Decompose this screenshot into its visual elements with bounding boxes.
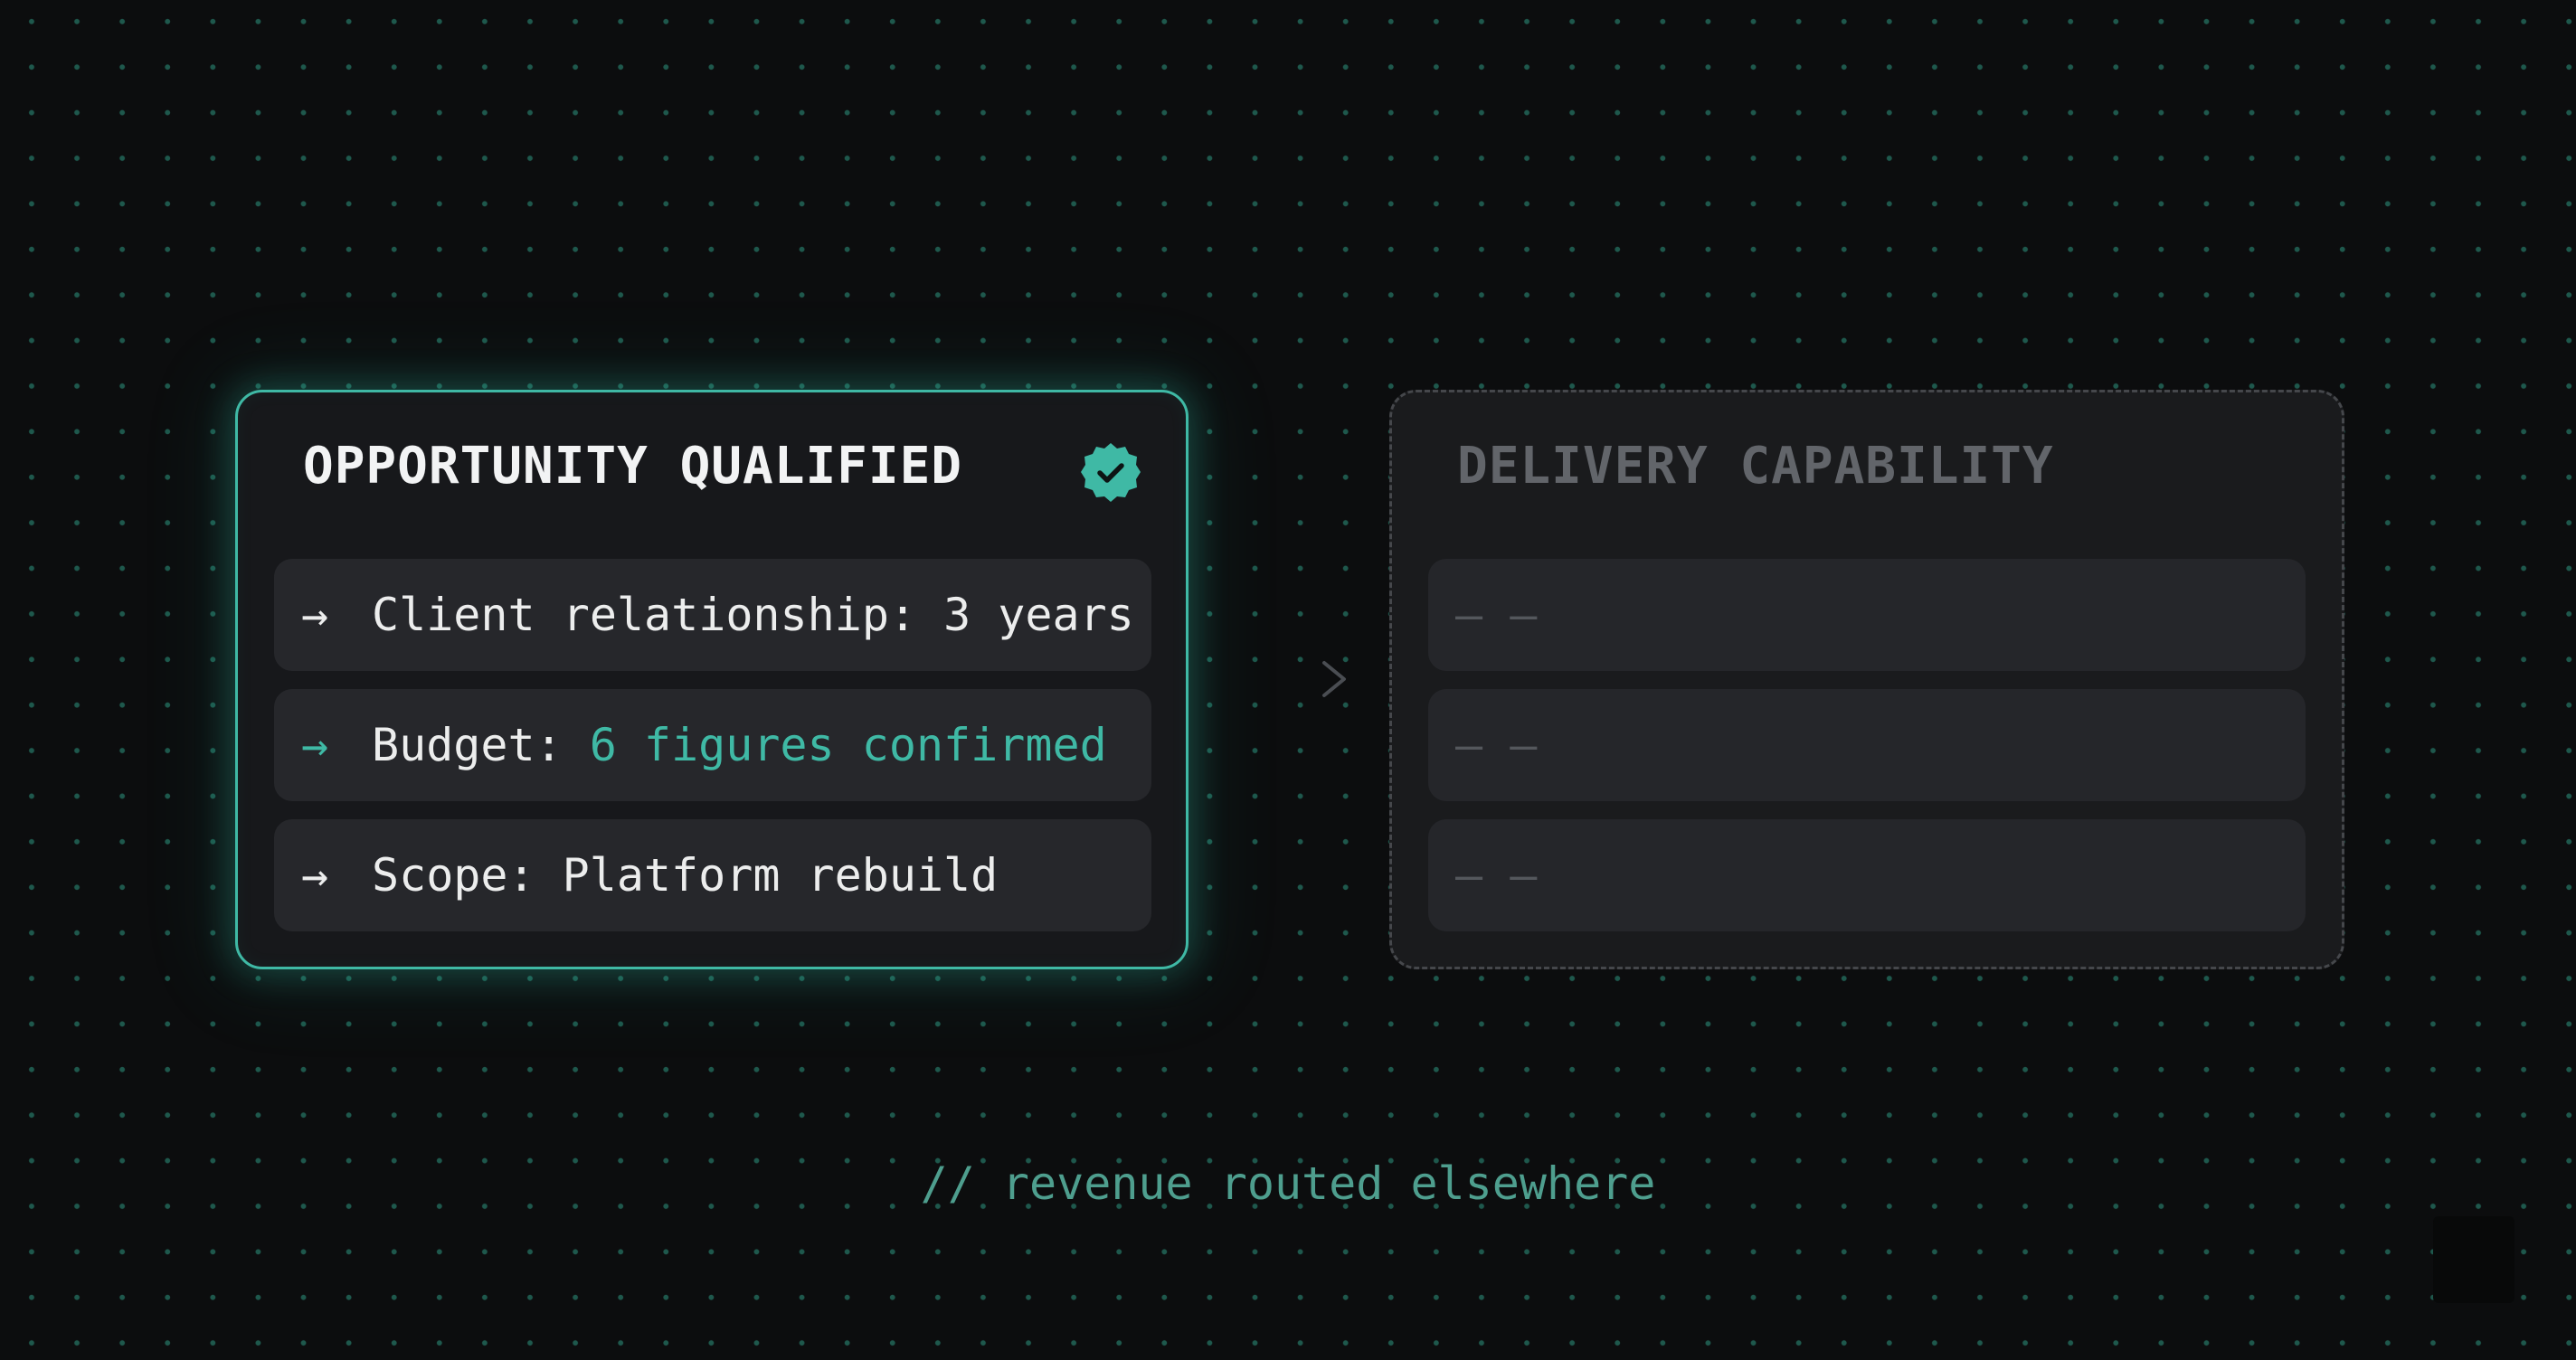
- item-label: Scope:: [372, 849, 535, 902]
- placeholder-row: — –: [1428, 689, 2306, 801]
- verified-check-badge-icon: [1081, 443, 1141, 502]
- right-arrow-icon: →: [301, 849, 329, 902]
- opportunity-qualified-card: OPPORTUNITY QUALIFIED → Client relations…: [235, 390, 1189, 969]
- item-value: Platform rebuild: [562, 849, 999, 902]
- delivery-capability-card: DELIVERY CAPABILITY — – — – — –: [1389, 390, 2344, 969]
- list-item-scope: → Scope: Platform rebuild: [274, 819, 1151, 931]
- footer-comment: // revenue routed elsewhere: [920, 1157, 1656, 1210]
- card-title-delivery: DELIVERY CAPABILITY: [1457, 437, 2054, 496]
- placeholder-row: — –: [1428, 559, 2306, 671]
- list-item-client-relationship: → Client relationship: 3 years: [274, 559, 1151, 671]
- item-value: 3 years: [943, 589, 1134, 641]
- corner-block: [2433, 1216, 2514, 1303]
- list-item-budget: → Budget: 6 figures confirmed: [274, 689, 1151, 801]
- connector-arrow-icon: [1230, 661, 1346, 697]
- item-label: Client relationship:: [372, 589, 917, 641]
- right-arrow-icon: →: [301, 589, 329, 641]
- placeholder-dash: — –: [1455, 589, 1538, 641]
- right-arrow-icon: →: [301, 719, 329, 771]
- card-title-opportunity: OPPORTUNITY QUALIFIED: [303, 437, 963, 496]
- placeholder-dash: — –: [1455, 719, 1538, 771]
- item-label: Budget:: [372, 719, 563, 771]
- placeholder-dash: — –: [1455, 849, 1538, 902]
- placeholder-row: — –: [1428, 819, 2306, 931]
- item-value-highlight: 6 figures confirmed: [589, 719, 1107, 771]
